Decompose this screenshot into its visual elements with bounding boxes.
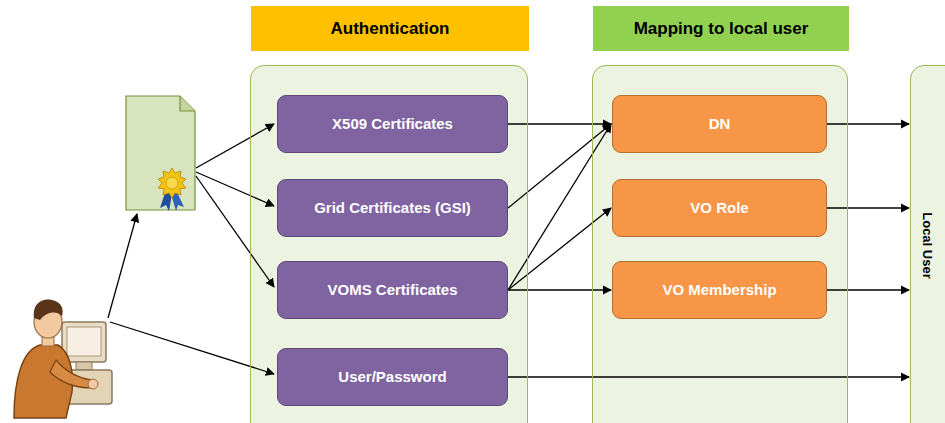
hand bbox=[88, 379, 98, 389]
auth-method-box: VOMS Certificates bbox=[277, 261, 508, 319]
arrow bbox=[196, 124, 274, 168]
arrow bbox=[196, 176, 274, 287]
monitor-stand bbox=[76, 362, 92, 370]
connector-arrow bbox=[508, 124, 611, 208]
seal-center bbox=[166, 177, 178, 189]
mapping-box: VO Membership bbox=[612, 261, 827, 319]
box-label: DN bbox=[701, 115, 739, 133]
panel-fill bbox=[250, 65, 528, 423]
arm bbox=[50, 360, 92, 388]
auth-method-box: X509 Certificates bbox=[277, 95, 508, 153]
connector-arrow bbox=[508, 376, 909, 377]
connector-arrow bbox=[508, 124, 611, 290]
vertical-label: Local User bbox=[920, 212, 935, 278]
certificate-page bbox=[126, 96, 195, 210]
person-illustration bbox=[14, 300, 112, 418]
auth-method-box: User/Password bbox=[277, 348, 508, 406]
connector-arrow bbox=[827, 123, 909, 124]
auth-method-box: Grid Certificates (GSI) bbox=[277, 179, 508, 237]
auth-panel: X509 CertificatesGrid Certificates (GSI)… bbox=[250, 65, 528, 423]
certificate-icon bbox=[126, 96, 195, 211]
panel-fill bbox=[592, 65, 848, 423]
column-header: Authentication bbox=[251, 6, 529, 51]
mapping-box: DN bbox=[612, 95, 827, 153]
box-label: VO Role bbox=[690, 199, 748, 217]
arrow bbox=[196, 172, 274, 206]
box-label: User/Password bbox=[338, 368, 446, 386]
column-header: Mapping to local user bbox=[593, 6, 849, 51]
seal bbox=[158, 168, 186, 198]
connector-arrow bbox=[508, 289, 611, 290]
connector-arrow bbox=[827, 289, 909, 290]
monitor-screen bbox=[67, 327, 101, 356]
connector-arrow bbox=[827, 207, 909, 208]
arrow bbox=[108, 214, 137, 318]
monitor bbox=[62, 322, 106, 362]
mapping-box: VO Role bbox=[612, 179, 827, 237]
box-label: VOMS Certificates bbox=[327, 281, 457, 299]
box-label: X509 Certificates bbox=[324, 115, 461, 133]
connector-arrow bbox=[508, 208, 611, 290]
local-user-panel: Local User bbox=[910, 65, 945, 423]
certificate-fold bbox=[180, 96, 195, 111]
panel-fill bbox=[910, 65, 945, 423]
mapping-panel: DNVO RoleVO MembershipMapping to local u… bbox=[592, 65, 848, 423]
box-label: VO Membership bbox=[662, 281, 776, 299]
connector-arrow bbox=[508, 123, 611, 124]
hair bbox=[34, 300, 63, 320]
box-label: Grid Certificates (GSI) bbox=[314, 199, 471, 217]
